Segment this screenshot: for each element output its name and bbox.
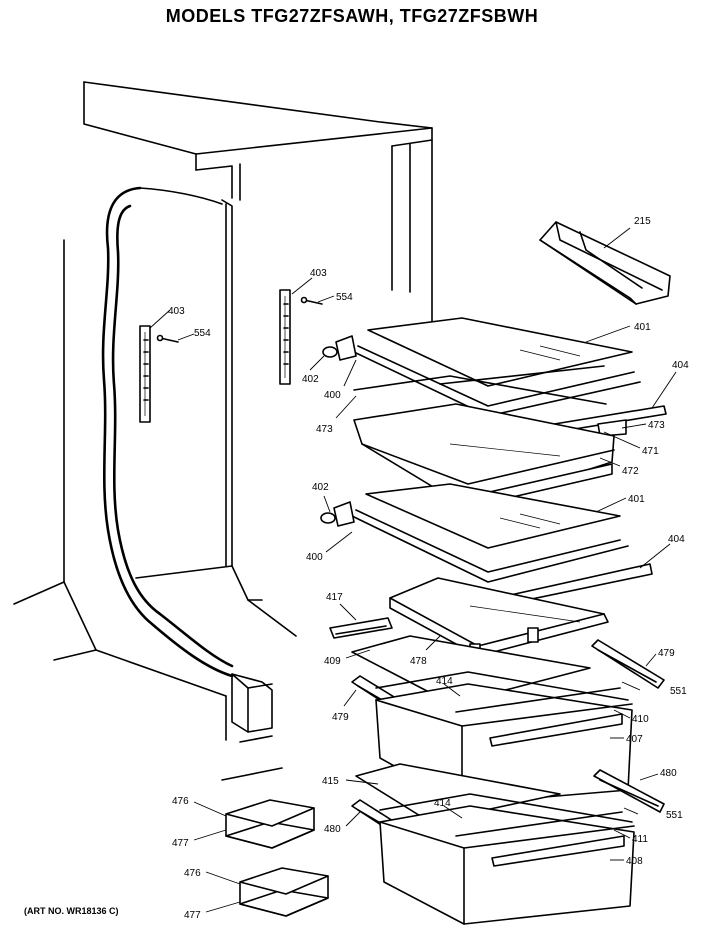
part-label-551-lower: 551 bbox=[666, 810, 683, 821]
part-label-472: 472 bbox=[622, 466, 639, 477]
cabinet bbox=[13, 81, 433, 781]
part-label-404-upper: 404 bbox=[672, 360, 689, 371]
part-label-408: 408 bbox=[626, 856, 643, 867]
shelf-support-right bbox=[279, 289, 323, 385]
part-label-407: 407 bbox=[626, 734, 643, 745]
part-label-477-upper: 477 bbox=[172, 838, 189, 849]
part-label-401-middle: 401 bbox=[628, 494, 645, 505]
part-label-404-middle: 404 bbox=[668, 534, 685, 545]
part-label-554-left: 554 bbox=[194, 328, 211, 339]
bin-215 bbox=[539, 221, 671, 305]
part-label-471: 471 bbox=[642, 446, 659, 457]
crisper-drawer-408 bbox=[379, 793, 635, 925]
middle-shelf-frame bbox=[320, 501, 653, 605]
middle-shelf-glass bbox=[365, 483, 621, 549]
part-label-477-lower: 477 bbox=[184, 910, 201, 921]
part-label-479-left: 479 bbox=[332, 712, 349, 723]
part-label-478: 478 bbox=[410, 656, 427, 667]
part-label-414-lower: 414 bbox=[434, 798, 451, 809]
part-label-414-upper: 414 bbox=[436, 676, 453, 687]
part-label-402-upper: 402 bbox=[302, 374, 319, 385]
leader-lines bbox=[149, 227, 677, 913]
part-label-551-upper: 551 bbox=[670, 686, 687, 697]
part-label-473-left: 473 bbox=[316, 424, 333, 435]
diagram-title: MODELS TFG27ZFSAWH, TFG27ZFSBWH bbox=[165, 6, 539, 26]
part-label-554-right: 554 bbox=[336, 292, 353, 303]
part-label-476-lower: 476 bbox=[184, 868, 201, 879]
small-bin-lower bbox=[239, 867, 329, 917]
part-label-417: 417 bbox=[326, 592, 343, 603]
part-label-415: 415 bbox=[322, 776, 339, 787]
rail-417 bbox=[329, 617, 393, 639]
part-label-403-right: 403 bbox=[310, 268, 327, 279]
part-label-410: 410 bbox=[632, 714, 649, 725]
upper-shelf-glass bbox=[367, 317, 633, 387]
part-label-402-middle: 402 bbox=[312, 482, 329, 493]
part-labels: 215 403 554 403 554 401 402 400 404 473 … bbox=[168, 216, 689, 921]
slide-rail-480-right bbox=[593, 769, 665, 813]
part-label-480-left: 480 bbox=[324, 824, 341, 835]
part-label-409: 409 bbox=[324, 656, 341, 667]
art-number: (ART NO. WR18136 C) bbox=[24, 906, 119, 916]
shelf-support-left bbox=[139, 325, 179, 423]
part-label-479-right: 479 bbox=[658, 648, 675, 659]
part-label-476-upper: 476 bbox=[172, 796, 189, 807]
glass-415 bbox=[355, 763, 561, 823]
part-label-403-left: 403 bbox=[168, 306, 185, 317]
part-label-411: 411 bbox=[632, 834, 648, 845]
part-label-401-upper: 401 bbox=[634, 322, 651, 333]
part-label-400-upper: 400 bbox=[324, 390, 341, 401]
part-label-473-right: 473 bbox=[648, 420, 665, 431]
glass-409 bbox=[351, 635, 591, 705]
part-label-480-right: 480 bbox=[660, 768, 677, 779]
part-label-400-middle: 400 bbox=[306, 552, 323, 563]
part-label-215: 215 bbox=[634, 216, 651, 227]
small-bin-upper bbox=[225, 799, 315, 849]
slide-rail-479-right bbox=[591, 639, 665, 689]
